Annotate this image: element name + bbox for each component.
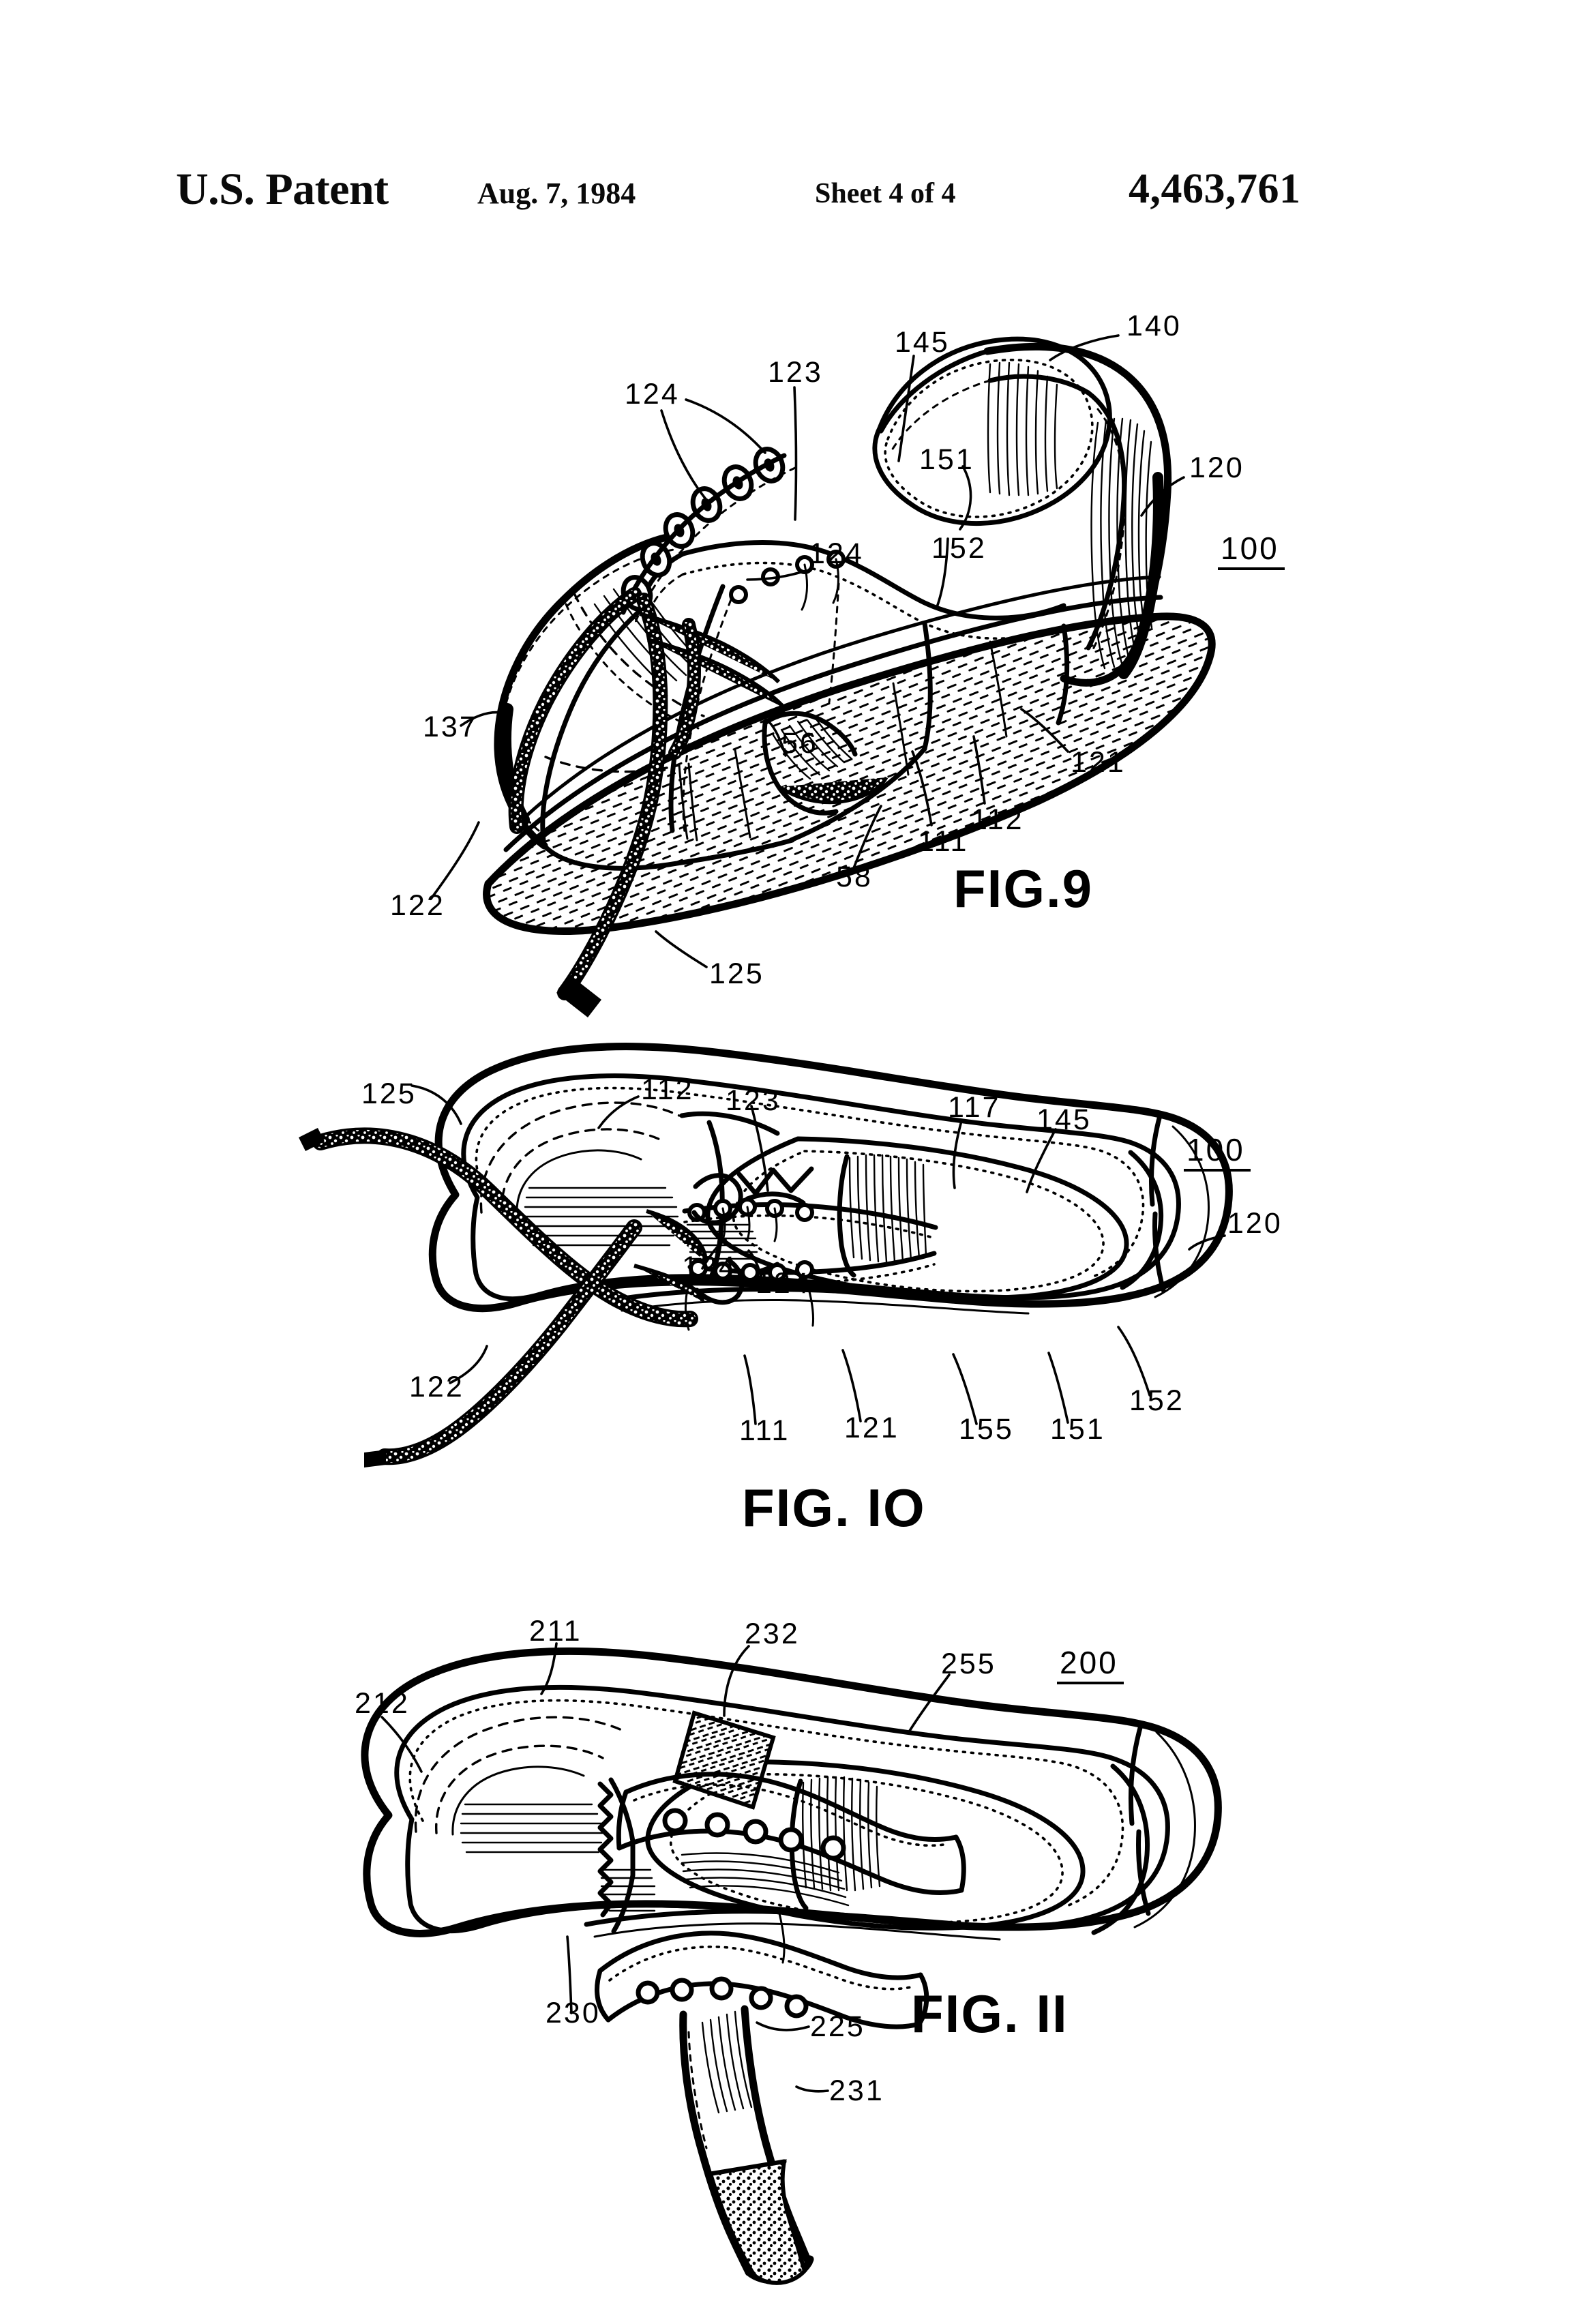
ref-120: 120 xyxy=(1189,451,1244,484)
ref-124-b: 124 xyxy=(756,1267,811,1300)
fig10-shoe-outline xyxy=(428,1043,1233,1331)
ref-225: 225 xyxy=(810,2010,865,2043)
ref-212: 212 xyxy=(355,1687,410,1720)
fig9-assembly-number: 100 xyxy=(1221,531,1279,566)
ref-117: 117 xyxy=(948,1091,1001,1124)
fig11-strap-upper xyxy=(616,1772,966,1907)
fig10-caption: FIG. IO xyxy=(742,1478,926,1538)
ref-120: 120 xyxy=(1227,1207,1283,1240)
ref-151: 151 xyxy=(919,443,974,476)
ref-56: 56 xyxy=(781,727,818,760)
fig11-hook-patch xyxy=(672,1710,776,1810)
ref-137: 137 xyxy=(423,711,478,743)
ref-232: 232 xyxy=(745,1618,800,1650)
fig10-lace xyxy=(299,1127,814,1468)
sheet-header: U.S. Patent Aug. 7, 1984 Sheet 4 of 4 4,… xyxy=(0,157,1582,239)
ref-123: 123 xyxy=(726,1084,781,1117)
figure-10: 125 112 123 117 145 120 124 124 122 111 … xyxy=(299,1043,1283,1538)
fig10-eyelets xyxy=(682,1197,938,1285)
fig11-reference-numerals: 211 232 255 212 230 225 231 200 FIG. II xyxy=(355,1615,1124,2107)
fig10-leaders xyxy=(411,1084,1226,1425)
ref-152: 152 xyxy=(1129,1384,1184,1417)
ref-231: 231 xyxy=(829,2074,884,2107)
fig9-eyelets xyxy=(508,447,846,1017)
fig11-caption: FIG. II xyxy=(911,1984,1069,2044)
ref-122: 122 xyxy=(390,889,445,922)
fig9-caption: FIG.9 xyxy=(953,859,1093,919)
ref-121: 121 xyxy=(1071,746,1126,779)
ref-124-lower: 124 xyxy=(809,537,864,570)
fig9-reference-numerals: 124 123 145 140 120 151 152 124 137 122 … xyxy=(390,310,1285,990)
ref-152: 152 xyxy=(931,532,987,565)
ref-121: 121 xyxy=(844,1412,899,1444)
sheet-number: Sheet 4 of 4 xyxy=(815,178,956,209)
ref-255: 255 xyxy=(941,1648,996,1680)
ref-112: 112 xyxy=(641,1073,694,1106)
fig11-shoe-outline xyxy=(361,1647,1222,1964)
patent-date: Aug. 7, 1984 xyxy=(477,177,636,210)
fig11-vamp-center xyxy=(597,1777,656,1934)
ref-125: 125 xyxy=(361,1077,417,1110)
ref-58: 58 xyxy=(836,861,873,893)
ref-145: 145 xyxy=(1036,1103,1092,1136)
fig11-leaders xyxy=(380,1642,951,2093)
ref-125: 125 xyxy=(709,957,764,990)
fig10-reference-numerals: 125 112 123 117 145 120 124 124 122 111 … xyxy=(361,1073,1283,1538)
ref-124-a: 124 xyxy=(682,1251,737,1283)
patent-office-title: U.S. Patent xyxy=(176,164,389,214)
fig9-leaders xyxy=(430,334,1185,968)
ref-155: 155 xyxy=(959,1413,1014,1446)
ref-145: 145 xyxy=(895,326,950,359)
fig10-assembly-number: 100 xyxy=(1186,1132,1245,1167)
ref-151: 151 xyxy=(1050,1413,1105,1446)
fig11-assembly-number: 200 xyxy=(1060,1645,1118,1680)
ref-111: 111 xyxy=(918,825,968,858)
ref-124: 124 xyxy=(625,378,680,411)
patent-number: 4,463,761 xyxy=(1129,166,1301,212)
fig11-strap-lower xyxy=(595,1931,929,2029)
figure-9: 124 123 145 140 120 151 152 124 137 122 … xyxy=(390,310,1285,1017)
figure-11: 211 232 255 212 230 225 231 200 FIG. II xyxy=(355,1615,1222,2285)
ref-140: 140 xyxy=(1126,310,1182,342)
ref-211: 211 xyxy=(529,1615,582,1648)
fig11-strap-tail xyxy=(679,2005,814,2285)
ref-230: 230 xyxy=(546,1997,601,2029)
ref-122: 122 xyxy=(409,1371,464,1403)
ref-112: 112 xyxy=(971,803,1024,836)
ref-111: 111 xyxy=(739,1414,790,1447)
fig9-sole-unit xyxy=(483,575,1216,936)
ref-123: 123 xyxy=(768,356,823,389)
